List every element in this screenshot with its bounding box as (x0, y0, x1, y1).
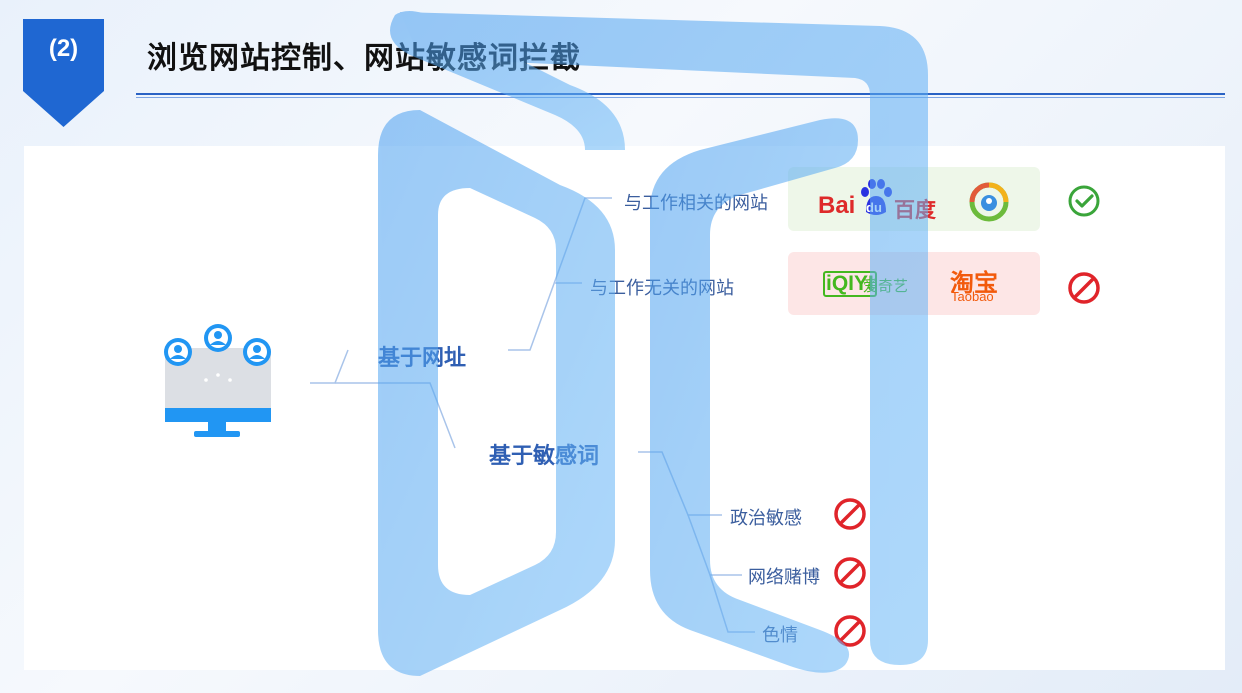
branch-keyword: 基于敏感词 (489, 443, 600, 468)
leaf-porn: 色情 (762, 625, 798, 645)
leaf-nonwork-sites: 与工作无关的网站 (590, 278, 734, 298)
prohibited-icon (834, 498, 866, 530)
monitor-with-users-icon (164, 324, 271, 437)
leaf-work-sites: 与工作相关的网站 (624, 193, 768, 213)
title-underline-thin (136, 97, 1225, 98)
iqiyi-logo: iQIYI 爱奇艺 (823, 268, 923, 300)
leaf-politics: 政治敏感 (730, 508, 802, 528)
section-badge: (2) (23, 19, 104, 127)
prohibited-icon (1068, 272, 1100, 304)
prohibited-icon (834, 557, 866, 589)
branch-url: 基于网址 (378, 345, 467, 370)
page-title: 浏览网站控制、网站敏感词拦截 (147, 42, 581, 75)
prohibited-icon (834, 615, 866, 647)
title-underline (136, 93, 1225, 95)
leaf-gambling: 网络赌博 (748, 567, 820, 587)
baidu-logo: Bai du 百度 (818, 178, 938, 222)
check-circle-icon (1068, 185, 1100, 217)
taobao-logo: 淘宝 Taobao (950, 270, 998, 304)
green-app-logo-icon (969, 182, 1009, 222)
section-number: (2) (48, 35, 79, 62)
